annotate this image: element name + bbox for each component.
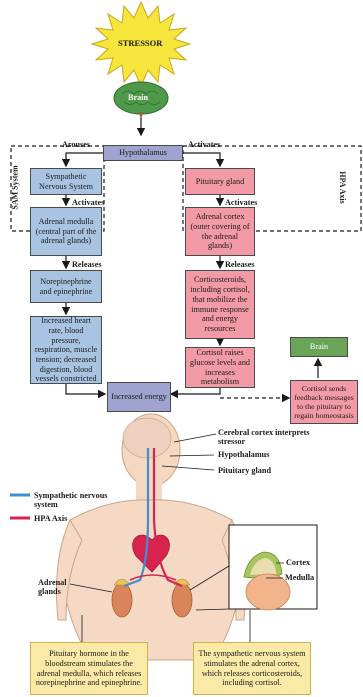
activates-top-label: Activates — [188, 140, 221, 149]
cortisol-feedback-box: Cortisol sends feedback messages to the … — [290, 380, 358, 424]
pituitary-gland-box: Pituitary gland — [185, 168, 255, 195]
cerebral-cortex-label: Cerebral cortex interprets stressor — [218, 428, 310, 447]
legend-hpa-label: HPA Axis — [34, 514, 68, 523]
hypothalamus-figure-label: Hypothalamus — [218, 450, 270, 459]
brain-target-box: Brain — [290, 337, 348, 357]
norepinephrine-box: Norepinephrine and epinephrine — [30, 270, 102, 303]
legend-sympathetic-label: Sympathetic nervous system — [34, 491, 108, 510]
adrenal-medulla-box: Adrenal medulla (central part of the adr… — [30, 207, 102, 256]
pituitary-figure-label: Pituitary gland — [218, 466, 271, 475]
adrenal-glands-label: Adrenal glands — [38, 578, 67, 597]
adrenal-cortex-box: Adrenal cortex (outer covering of the ad… — [185, 207, 255, 256]
cortex-label: Cortex — [286, 558, 311, 567]
releases-right-label: Releases — [225, 260, 255, 269]
medulla-label: Medulla — [285, 573, 315, 582]
sam-system-label: SAM System — [10, 165, 20, 210]
increased-energy-box: Increased energy — [107, 382, 171, 412]
note-left: Pituitary hormone in the bloodstream sti… — [30, 642, 148, 695]
corticosteroids-box: Corticosteroids, including cortisol, tha… — [185, 270, 255, 339]
hpa-axis-side-label: HPA Axis — [337, 171, 347, 204]
stressor-label: STRESSOR — [118, 38, 163, 48]
brain-illustration — [113, 81, 169, 118]
adrenal-cross-section — [243, 551, 291, 611]
releases-left-label: Releases — [72, 260, 102, 269]
note-right: The sympathetic nervous system stimulate… — [193, 642, 311, 695]
hypothalamus-box: Hypothalamus — [103, 145, 183, 161]
increased-heart-rate-box: Increased heart rate, blood pressure, re… — [30, 316, 102, 384]
brain-label: Brain — [128, 93, 149, 102]
activates-right-label: Activates — [225, 198, 258, 207]
sympathetic-ns-box: Sympathetic Nervous System — [30, 168, 102, 195]
activates-left-label: Activates — [72, 198, 105, 207]
arouses-label: Arouses — [62, 140, 91, 149]
cortisol-raises-box: Cortisol raises glucose levels and incre… — [185, 347, 255, 388]
